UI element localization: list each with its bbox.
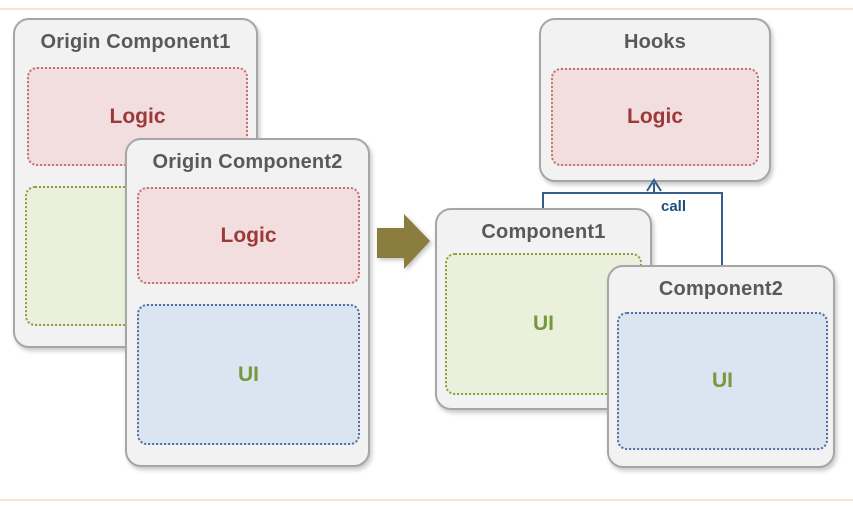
hooks-box: Hooks Logic	[539, 18, 771, 182]
origin-component2-title: Origin Component2	[152, 151, 343, 173]
component1-title: Component1	[481, 221, 606, 243]
origin-component2-logic-label: Logic	[220, 223, 277, 247]
top-divider-line	[0, 8, 853, 10]
origin-component2-ui-box: UI	[137, 304, 360, 445]
hooks-title: Hooks	[623, 31, 687, 53]
origin-component1-title: Origin Component1	[40, 31, 231, 53]
component2-box: Component2 UI	[607, 265, 835, 468]
origin-component1-logic-label: Logic	[109, 104, 166, 128]
origin-component2-ui-label: UI	[238, 362, 259, 386]
hooks-logic-box: Logic	[551, 68, 759, 166]
component2-ui-label: UI	[712, 369, 733, 392]
origin-component2-box: Origin Component2 Logic UI	[125, 138, 370, 467]
component2-ui-box: UI	[617, 312, 828, 450]
component2-title: Component2	[658, 278, 784, 300]
transform-arrow-icon	[377, 214, 430, 269]
bottom-divider-line	[0, 499, 853, 501]
component1-ui-label: UI	[533, 312, 554, 335]
hooks-logic-label: Logic	[627, 105, 683, 128]
call-label: call	[661, 198, 687, 215]
origin-component2-logic-box: Logic	[137, 187, 360, 284]
